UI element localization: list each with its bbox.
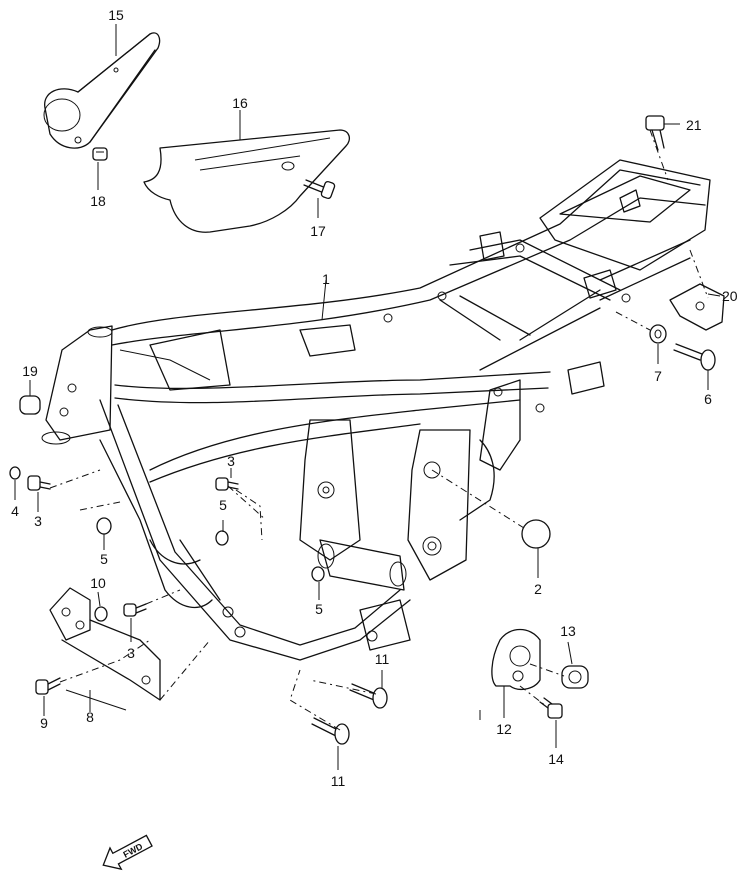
part-10-nut [94, 606, 108, 622]
callout-5-b: 5 [219, 497, 227, 513]
callout-2: 2 [534, 581, 542, 597]
part-3-bolt-a [27, 475, 51, 491]
part-4-nut [9, 466, 21, 480]
part-6-bolt [673, 343, 716, 371]
callout-4: 4 [11, 503, 19, 519]
part-7-washer [649, 324, 667, 344]
callout-labels: 15 16 18 17 21 1 20 7 6 19 3 4 3 5 5 2 1… [11, 7, 738, 789]
part-18-nut [92, 147, 108, 161]
part-11-bolt-b [311, 717, 350, 745]
callout-6: 6 [704, 391, 712, 407]
callout-21: 21 [686, 117, 702, 133]
callout-14: 14 [548, 751, 564, 767]
callout-5-a: 5 [100, 551, 108, 567]
part-16-side-cover [143, 129, 351, 233]
part-8-bracket [49, 587, 161, 701]
part-5-nut-c [311, 566, 325, 582]
part-1-frame [41, 159, 711, 661]
callout-5-c: 5 [315, 601, 323, 617]
leader-lines [14, 24, 721, 770]
part-12-mount [491, 628, 541, 691]
fwd-arrow-icon: FWD [102, 834, 153, 871]
part-3-bolt-b [215, 477, 239, 491]
callout-8: 8 [86, 709, 94, 725]
part-14-bolt [539, 697, 563, 719]
callout-11-a: 11 [375, 651, 390, 667]
callout-3-c: 3 [127, 645, 135, 661]
callout-15: 15 [108, 7, 124, 23]
callout-18: 18 [90, 193, 106, 209]
part-17-bolt [303, 179, 336, 200]
part-9-bolt [35, 677, 61, 695]
part-19-bushing [19, 395, 41, 415]
part-3-bolt-c [123, 603, 147, 617]
assembly-lines [49, 129, 709, 731]
part-13-bushing [561, 665, 589, 689]
callout-1: 1 [322, 271, 330, 287]
callout-11-b: 11 [331, 773, 346, 789]
part-15-side-cover [43, 32, 161, 149]
part-5-nut-a [96, 517, 112, 535]
part-20-bracket [669, 283, 725, 331]
callout-12: 12 [496, 721, 512, 737]
callout-10: 10 [90, 575, 106, 591]
part-11-bolt-a [349, 683, 388, 709]
callout-3-a: 3 [34, 513, 42, 529]
callout-17: 17 [310, 223, 326, 239]
part-21-bolt [645, 115, 665, 151]
callout-20: 20 [722, 288, 738, 304]
part-5-nut-b [215, 530, 229, 546]
callout-13: 13 [560, 623, 576, 639]
part-2-cap [521, 519, 551, 549]
callout-16: 16 [232, 95, 248, 111]
callout-19: 19 [22, 363, 38, 379]
callout-7: 7 [654, 368, 662, 384]
callout-3-b: 3 [227, 453, 235, 469]
callout-9: 9 [40, 715, 48, 731]
